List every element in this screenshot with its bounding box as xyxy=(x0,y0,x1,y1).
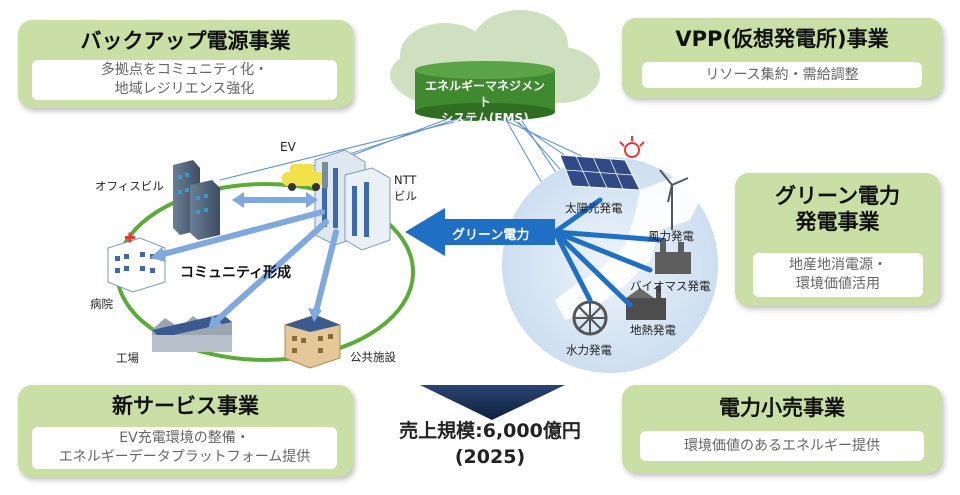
green-power-arrow xyxy=(405,208,555,256)
hydro-label: 水力発電 xyxy=(566,343,612,357)
card-retail: 電力小売事業 環境価値のあるエネルギー提供 xyxy=(622,385,942,473)
ev-label: EV xyxy=(280,140,296,154)
card-newservice-line-2: エネルギーデータプラットフォーム提供 xyxy=(58,449,311,465)
ev-car-icon xyxy=(282,162,328,191)
hospital-icon xyxy=(107,232,166,293)
public-facility-icon xyxy=(284,314,341,369)
water-wheel-icon xyxy=(572,300,608,336)
card-vpp-title: VPP(仮想発電所)事業 xyxy=(675,27,889,51)
biomass-label: バイオマス発電 xyxy=(630,279,711,293)
sales-scale-line-1: 売上規模:6,000億円 xyxy=(399,420,581,442)
office-building-icon xyxy=(173,160,220,240)
card-newservice-title: 新サービス事業 xyxy=(112,394,259,418)
card-new-service: 新サービス事業 EV充電環境の整備・ エネルギーデータプラットフォーム提供 xyxy=(18,385,353,477)
generation-power-rays xyxy=(552,197,663,308)
ems-label-line-1: エネルギーマネジメント xyxy=(424,79,545,109)
japan-map-shape xyxy=(555,175,700,320)
ems-label: エネルギーマネジメント システム(EMS) xyxy=(420,78,550,126)
ntt-label-line-2: ビル xyxy=(394,189,417,203)
ntt-label-line-1: NTT xyxy=(394,173,417,187)
public-facility-label: 公共施設 xyxy=(350,350,396,364)
card-green-title-line-1: グリーン電力 xyxy=(775,184,900,208)
card-newservice-line-1: EV充電環境の整備・ xyxy=(119,430,250,446)
wind-turbine-icon xyxy=(659,169,689,230)
card-vpp: VPP(仮想発電所)事業 リソース集約・需給調整 xyxy=(622,18,942,98)
card-retail-title: 電力小売事業 xyxy=(719,396,845,420)
biomass-plant-icon xyxy=(655,238,691,274)
sales-scale-line-2: (2025) xyxy=(454,446,526,468)
sales-scale: 売上規模:6,000億円 (2025) xyxy=(370,418,610,470)
card-backup-title: バックアップ電源事業 xyxy=(80,29,291,53)
wind-label: 風力発電 xyxy=(648,229,694,243)
card-retail-desc: 環境価値のあるエネルギー提供 xyxy=(640,431,924,461)
community-label: コミュニティ形成 xyxy=(180,265,292,281)
ems-cylinder xyxy=(415,61,555,121)
ntt-building-label: NTT ビル xyxy=(394,172,417,204)
sun-icon xyxy=(619,136,645,158)
card-green-title-line-2: 発電事業 xyxy=(795,210,880,234)
community-arrowheads xyxy=(150,192,322,330)
card-backup-power: バックアップ電源事業 多拠点をコミュニティ化・ 地域レジリエンス強化 xyxy=(18,20,353,108)
solar-label: 太陽光発電 xyxy=(565,201,623,215)
card-green-desc: 地産地消電源・ 環境価値活用 xyxy=(753,253,923,297)
card-green-line-2: 環境価値活用 xyxy=(796,276,880,292)
card-retail-line-1: 環境価値のあるエネルギー提供 xyxy=(684,437,880,454)
ems-label-line-2: システム(EMS) xyxy=(441,111,529,125)
geothermal-label: 地熱発電 xyxy=(630,323,676,337)
card-backup-line-2: 地域レジリエンス強化 xyxy=(114,81,255,97)
card-newservice-desc: EV充電環境の整備・ エネルギーデータプラットフォーム提供 xyxy=(32,427,337,469)
geothermal-plant-icon xyxy=(626,286,666,320)
sales-down-arrow xyxy=(420,385,565,420)
hospital-label: 病院 xyxy=(90,297,113,311)
community-power-arrows xyxy=(157,197,339,325)
card-green-line-1: 地産地消電源・ xyxy=(789,257,887,273)
office-label: オフィスビル xyxy=(95,179,164,193)
card-green-power: グリーン電力 発電事業 地産地消電源・ 環境価値活用 xyxy=(735,173,940,306)
card-green-title: グリーン電力 発電事業 xyxy=(735,183,940,235)
solar-panel-icon xyxy=(559,154,641,191)
card-vpp-desc: リソース集約・需給調整 xyxy=(642,62,922,88)
card-vpp-line-1: リソース集約・需給調整 xyxy=(705,66,859,83)
card-backup-line-1: 多拠点をコミュニティ化・ xyxy=(100,62,269,78)
factory-label: 工場 xyxy=(116,351,139,365)
green-power-label: グリーン電力 xyxy=(452,228,530,243)
card-backup-desc: 多拠点をコミュニティ化・ 地域レジリエンス強化 xyxy=(32,60,337,100)
